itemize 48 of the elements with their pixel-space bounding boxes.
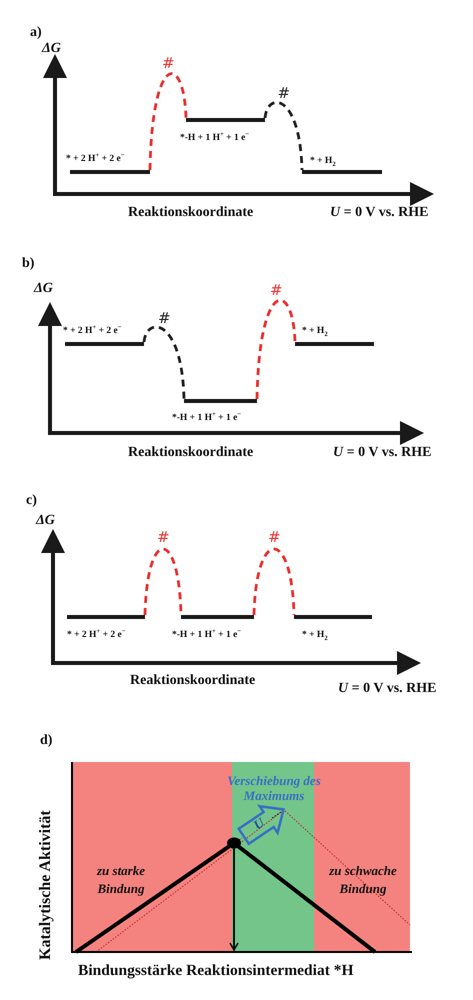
panel-label: a) — [30, 26, 42, 40]
panel-label: c) — [26, 494, 37, 508]
transition-state-mark: # — [157, 530, 170, 545]
potential-label: U = 0 V vs. RHE — [330, 206, 428, 220]
level-label: * + H$_{2}$ — [302, 327, 328, 336]
transition-state-mark: # — [270, 283, 283, 298]
energy-level-bar — [70, 170, 150, 174]
axis-label: ΔG — [42, 42, 61, 56]
level-label: * + 2 H$^{+}$ + 2 e$^{−}$ — [67, 631, 126, 640]
transition-state-mark: # — [278, 86, 290, 101]
axis-label: ΔG — [34, 282, 53, 296]
energy-level-bar — [184, 399, 257, 403]
energy-barrier-curve — [256, 299, 296, 400]
axis-label: Reaktionskoordinate — [128, 206, 254, 220]
axis-label: Reaktionskoordinate — [130, 674, 256, 688]
panel-label: b) — [22, 257, 34, 271]
transition-state-mark: # — [162, 56, 175, 71]
level-label: * + 2 H$^{+}$ + 2 e$^{−}$ — [63, 327, 122, 336]
energy-level-bar — [67, 615, 145, 619]
level-label: * + H$_{2}$ — [302, 631, 328, 640]
potential-label: U = 0 V vs. RHE — [333, 446, 432, 460]
axis-label: Reaktionskoordinate — [128, 446, 254, 460]
energy-barrier-curve — [252, 548, 296, 616]
potential-label: U = 0 V vs. RHE — [338, 682, 436, 696]
energy-barrier-curve — [144, 548, 182, 616]
level-label: * + H$_{2}$ — [310, 157, 336, 166]
axis-label: Katalytische Aktivität — [38, 810, 54, 960]
level-label: * + 2 H$^{+}$ + 2 e$^{−}$ — [66, 155, 125, 164]
level-label: *-H + 1 H$^{+}$ + 1 e$^{−}$ — [172, 414, 242, 424]
level-label: *-H + 1 H$^{+}$ + 1 e$^{−}$ — [172, 631, 242, 640]
energy-level-bar — [302, 170, 382, 174]
energy-barrier-curve — [148, 72, 188, 170]
energy-barrier-curve — [264, 101, 304, 170]
axis-label: ΔG — [36, 514, 55, 528]
transition-state-mark: # — [158, 311, 171, 326]
energy-barrier-curve — [142, 326, 186, 400]
energy-level-bar — [294, 615, 372, 619]
region-label: zu schwache Bindung — [328, 862, 398, 898]
energy-level-bar — [186, 118, 265, 122]
panel-label: d) — [40, 734, 52, 748]
energy-level-bar — [181, 615, 254, 619]
level-label: *-H + 1 H$^{+}$ + 1 e$^{−}$ — [180, 134, 250, 144]
energy-level-bar — [65, 342, 144, 346]
arrow-label: U — [251, 815, 266, 832]
region-label: zu starke Bindung — [96, 862, 146, 898]
axis-label: Bindungsstärke Reaktionsintermediat *H — [78, 963, 354, 978]
transition-state-mark: # — [268, 530, 281, 545]
energy-level-bar — [295, 342, 374, 346]
